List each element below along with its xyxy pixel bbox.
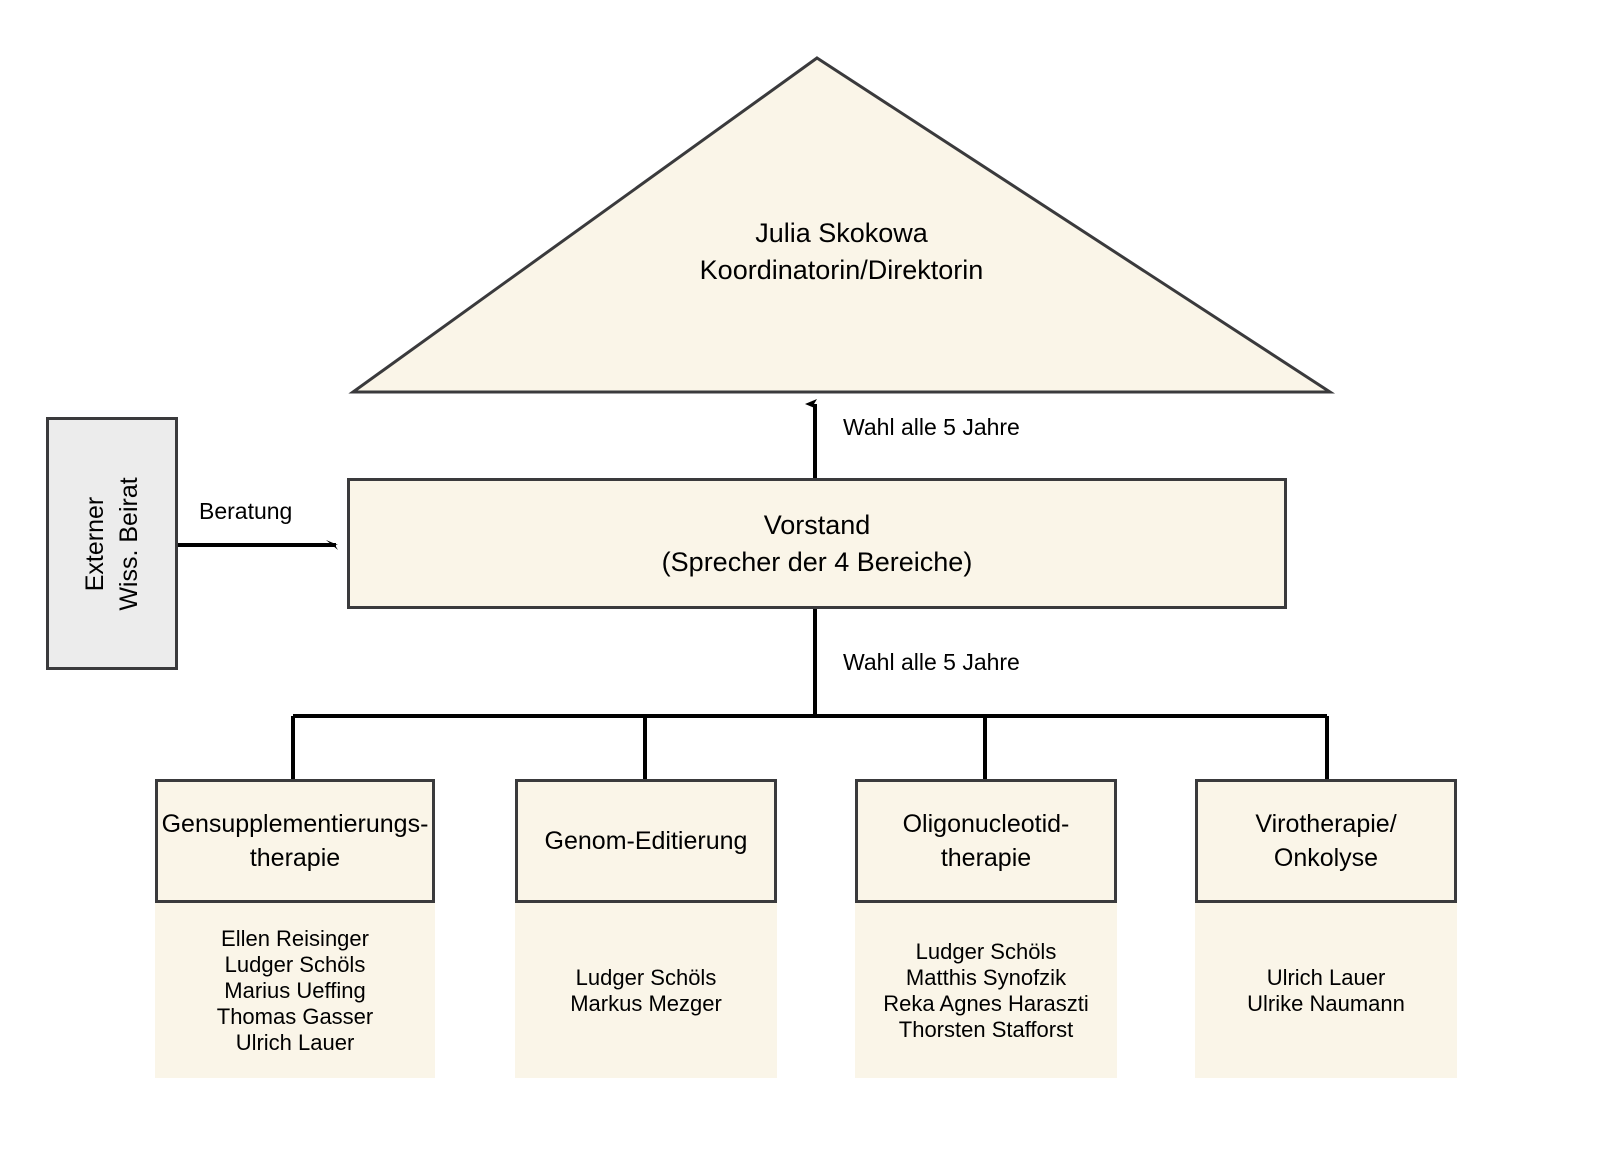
member-name: Reka Agnes Haraszti xyxy=(883,990,1089,1016)
member-name: Ludger Schöls xyxy=(915,938,1057,964)
vorstand-label: Vorstand (Sprecher der 4 Bereiche) xyxy=(662,507,973,581)
member-name: Markus Mezger xyxy=(570,990,722,1016)
director-triangle xyxy=(348,56,1336,394)
department-title-box[interactable]: Genom-Editierung xyxy=(515,779,777,903)
edge-label-wahl-top: Wahl alle 5 Jahre xyxy=(843,414,1020,440)
vorstand-line1: Vorstand xyxy=(763,509,871,540)
member-name: Matthis Synofzik xyxy=(905,964,1067,990)
department-title: Virotherapie/ Onkolyse xyxy=(1243,807,1408,875)
member-name: Ellen Reisinger xyxy=(221,925,369,951)
department-title-line2: Onkolyse xyxy=(1273,844,1379,872)
department-title-line1: Virotherapie/ xyxy=(1255,810,1397,838)
member-name: Ludger Schöls xyxy=(575,964,717,990)
department-title-line2: therapie xyxy=(249,844,341,872)
vorstand-line2: (Sprecher der 4 Bereiche) xyxy=(661,546,973,577)
department-title-line1: Oligonucleotid- xyxy=(902,810,1070,838)
department-title-line2: therapie xyxy=(940,844,1032,872)
department-title: Gensupplementierungs- therapie xyxy=(150,807,441,875)
department-title-box[interactable]: Virotherapie/ Onkolyse xyxy=(1195,779,1457,903)
member-name: Thomas Gasser xyxy=(216,1003,374,1029)
member-name: Ulrike Naumann xyxy=(1247,990,1405,1016)
department-title: Oligonucleotid- therapie xyxy=(891,807,1082,875)
department-title-box[interactable]: Gensupplementierungs- therapie xyxy=(155,779,435,903)
member-name: Thorsten Stafforst xyxy=(898,1016,1074,1042)
department-members-panel: Ellen Reisinger Ludger Schöls Marius Uef… xyxy=(155,903,435,1078)
edge-label-beratung: Beratung xyxy=(199,498,293,524)
member-name: Ludger Schöls xyxy=(224,951,366,977)
member-name: Ulrich Lauer xyxy=(1266,964,1386,990)
department-members-panel: Ludger Schöls Matthis Synofzik Reka Agne… xyxy=(855,903,1117,1078)
member-name: Marius Ueffing xyxy=(224,977,366,1003)
director-name: Julia Skokowa xyxy=(755,218,928,248)
department-members-panel: Ulrich Lauer Ulrike Naumann xyxy=(1195,903,1457,1078)
advisory-board-box[interactable]: Externer Wiss. Beirat xyxy=(46,417,178,670)
advisory-board-label: Externer Wiss. Beirat xyxy=(78,477,146,610)
edge-label-wahl-bottom: Wahl alle 5 Jahre xyxy=(843,649,1020,675)
department-title-line1: Genom-Editierung xyxy=(544,827,748,855)
department-title-line1: Gensupplementierungs- xyxy=(161,810,429,838)
department-title-box[interactable]: Oligonucleotid- therapie xyxy=(855,779,1117,903)
vorstand-box[interactable]: Vorstand (Sprecher der 4 Bereiche) xyxy=(347,478,1287,609)
advisory-board-line1: Externer xyxy=(81,496,109,591)
director-role: Koordinatorin/Direktorin xyxy=(699,255,984,285)
director-node-label: Julia Skokowa Koordinatorin/Direktorin xyxy=(353,215,1330,289)
advisory-board-line2: Wiss. Beirat xyxy=(115,476,143,611)
member-name: Ulrich Lauer xyxy=(235,1029,355,1055)
department-members-panel: Ludger Schöls Markus Mezger xyxy=(515,903,777,1078)
department-title: Genom-Editierung xyxy=(533,824,760,858)
